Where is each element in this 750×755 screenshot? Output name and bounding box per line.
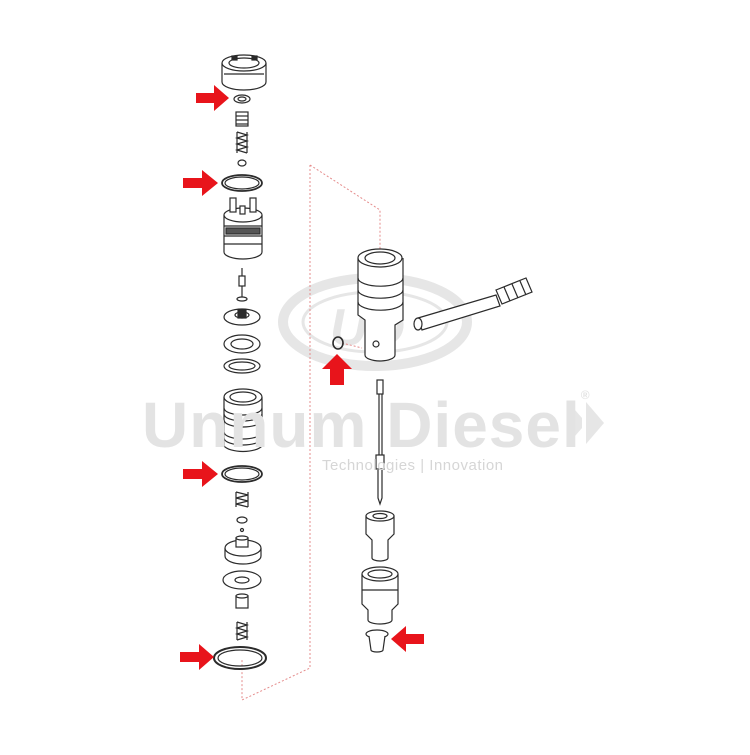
nozzle-tip	[365, 629, 389, 653]
o-ring-4	[332, 336, 344, 350]
arrow-icon	[183, 170, 218, 196]
nozzle-holder	[365, 510, 395, 562]
spring-2	[235, 491, 249, 508]
spacer	[235, 593, 249, 609]
arrow-icon	[180, 644, 214, 670]
watermark-tagline: Technologies | Innovation	[322, 457, 504, 474]
arrow-icon	[183, 461, 218, 487]
fuel-inlet-connector	[413, 277, 533, 331]
watermark-play-icon	[568, 402, 604, 444]
spring	[234, 131, 250, 154]
armature-pin	[236, 268, 248, 302]
nozzle-nut	[361, 566, 399, 625]
right-column-parts	[332, 248, 533, 653]
watermark-registered-mark: ®	[580, 388, 591, 402]
watermark-brand-text: Unnum Diesel	[142, 389, 581, 461]
spring-3	[234, 621, 250, 641]
cap-nut	[221, 54, 267, 91]
watermark-brand: Unnum Diesel®	[142, 388, 591, 462]
ball-2	[239, 527, 245, 533]
small-ring	[236, 516, 248, 524]
valve-plate	[224, 535, 262, 565]
washer-2	[222, 570, 262, 590]
arrow-icon	[322, 354, 352, 385]
injector-body	[357, 248, 404, 362]
armature-disc	[223, 308, 261, 326]
ball	[237, 159, 247, 167]
arrow-icon	[196, 85, 229, 111]
washer-1	[223, 334, 261, 354]
valve-stem	[375, 379, 385, 506]
o-ring-3	[213, 646, 267, 670]
left-column-parts	[213, 54, 267, 670]
arrow-icon	[391, 626, 424, 652]
valve-body	[223, 388, 263, 453]
solenoid-body	[223, 197, 263, 260]
sleeve	[235, 111, 249, 127]
o-ring-1	[221, 174, 263, 192]
o-ring-2	[221, 465, 263, 483]
guide-lines	[241, 164, 381, 701]
